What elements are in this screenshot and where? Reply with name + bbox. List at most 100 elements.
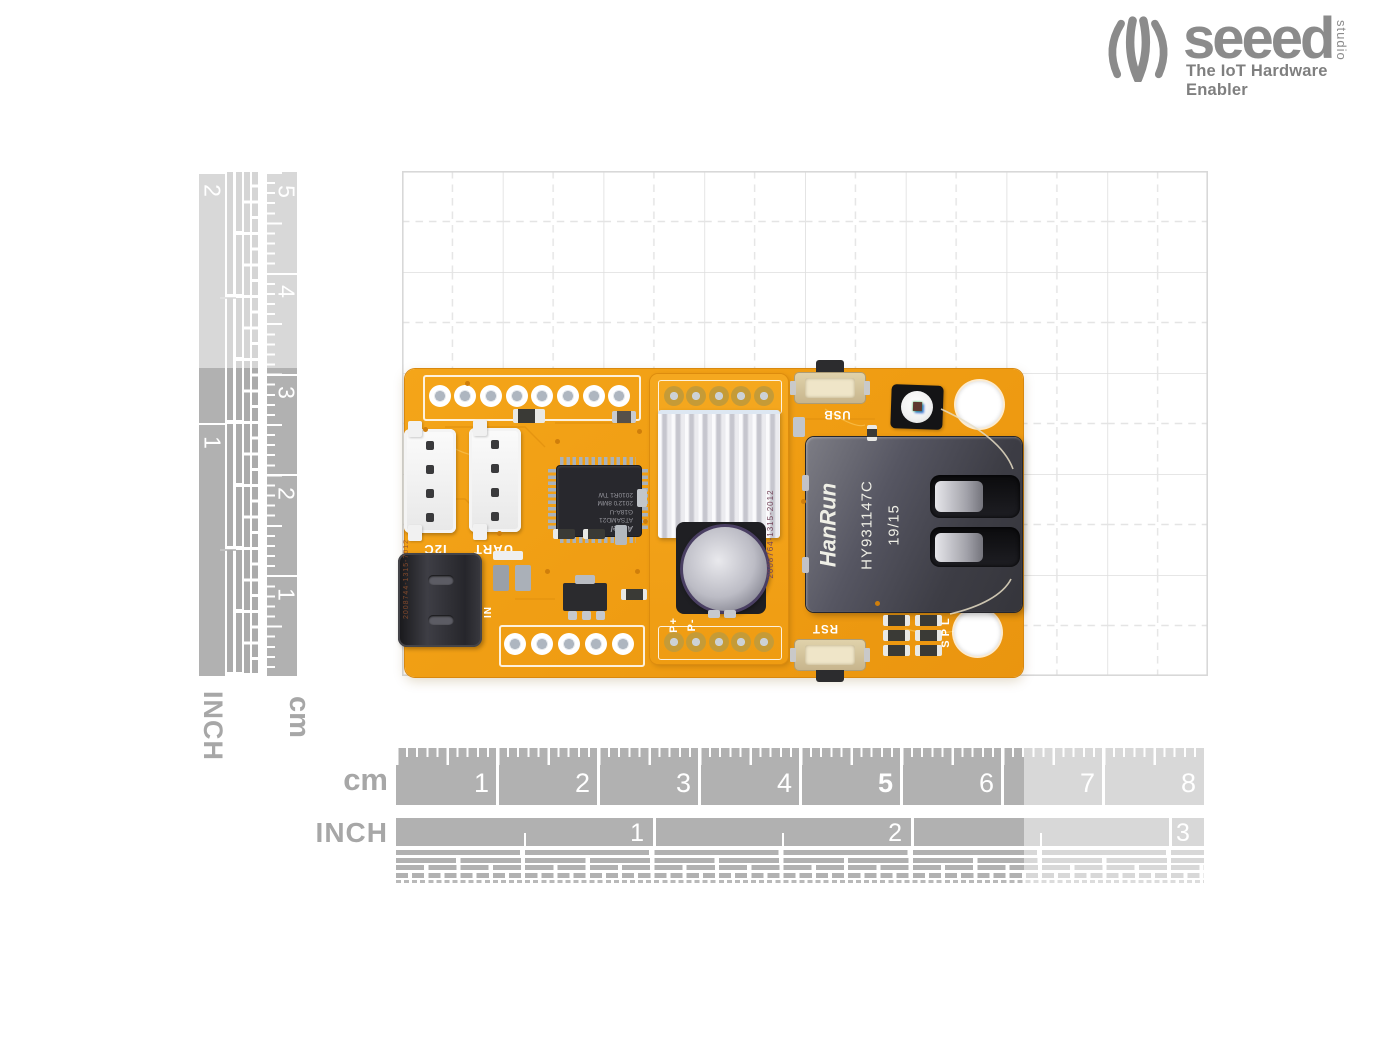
poe-module: P+ P- 2008764-1315-2012 — [650, 374, 788, 664]
cm-mark-2: 2 — [273, 487, 300, 500]
usb-c-port — [398, 553, 482, 647]
cm-number-2: 2 — [574, 768, 590, 798]
module-pad — [709, 386, 729, 406]
through-hole-pad — [454, 385, 476, 407]
pcb-board: I2C UART Atmel ATSAMD21 G18A-U 2012'0 8M… — [398, 360, 1023, 682]
inch-number-1: 1 — [630, 819, 644, 847]
logo: seeed studio The IoT Hardware Enabler — [1095, 6, 1375, 99]
vertical-ruler-light-zone — [196, 172, 302, 368]
resistor — [867, 425, 877, 441]
regulator-lead — [596, 611, 605, 620]
cm-number-3: 3 — [675, 768, 691, 798]
module-pad — [754, 386, 774, 406]
fraction-row-fine — [396, 879, 1204, 883]
cm-number-6: 6 — [978, 768, 994, 798]
bottom-header-silk — [499, 625, 645, 667]
inch-fraction-column-sixteenth — [252, 172, 258, 676]
resistor — [883, 630, 910, 641]
cm-number-1: 1 — [473, 768, 489, 798]
module-pad — [731, 632, 751, 652]
rj45-latch-slot — [930, 475, 1020, 518]
horizontal-ruler-light-zone — [1024, 748, 1204, 890]
through-hole-pad — [429, 385, 451, 407]
through-hole-pad — [608, 385, 630, 407]
voltage-regulator — [563, 583, 607, 611]
horizontal-rulers: 1 2 3 4 5 6 7 8 1 2 3 — [396, 748, 1204, 890]
module-pad — [754, 632, 774, 652]
cm-number-4: 4 — [776, 768, 792, 798]
regulator-tab — [575, 575, 595, 584]
regulator-lead — [582, 611, 591, 620]
resistor — [883, 645, 910, 656]
through-hole-pad — [506, 385, 528, 407]
horizontal-inch-unit-label: INCH — [315, 817, 388, 848]
through-hole-pad — [583, 385, 605, 407]
inch-fraction-column-eighth — [244, 172, 250, 676]
module-pad — [686, 632, 706, 652]
through-hole-pad — [558, 633, 580, 655]
cm-mark-3: 3 — [273, 386, 300, 399]
resistor — [621, 589, 647, 600]
capacitor — [493, 565, 509, 591]
resistor — [513, 409, 545, 423]
cm-number-5: 5 — [877, 768, 893, 798]
logo-tagline: The IoT Hardware Enabler — [1186, 62, 1328, 99]
cm-mark-1: 1 — [273, 588, 300, 601]
ethernet-jack: HanRun HY931147C 19/15 — [802, 437, 1022, 612]
module-pad — [664, 386, 684, 406]
resistor — [553, 529, 575, 539]
regulator-lead — [568, 611, 577, 620]
through-hole-pad — [480, 385, 502, 407]
fraction-row-eighth — [396, 865, 1204, 870]
resistor — [583, 529, 605, 539]
rj45-latch-slot — [930, 527, 1020, 567]
vertical-rulers: 2 1 5 4 3 2 1 — [196, 172, 302, 676]
through-hole-pad — [531, 633, 553, 655]
module-pad — [664, 632, 684, 652]
through-hole-pad — [504, 633, 526, 655]
mounting-hole — [954, 609, 1001, 656]
rst-button — [790, 640, 870, 670]
capacitor-lead — [724, 610, 736, 618]
usb-button-plunger — [816, 360, 844, 372]
fraction-row-quarter — [396, 857, 1204, 863]
capacitor — [515, 565, 531, 591]
fraction-row-half — [396, 850, 1204, 855]
through-hole-pad — [531, 385, 553, 407]
through-hole-pad — [585, 633, 607, 655]
capacitor-lead — [708, 610, 720, 618]
i2c-connector — [404, 421, 456, 541]
resistor — [915, 645, 942, 656]
inch-number-2: 2 — [888, 819, 902, 847]
capacitor — [637, 489, 647, 507]
module-bottom-silk — [658, 626, 782, 660]
inch-fraction-column-half — [227, 172, 233, 676]
enamel-wires — [940, 408, 1014, 615]
horizontal-cm-unit-label: cm — [343, 762, 388, 797]
module-pad — [686, 386, 706, 406]
through-hole-pad — [557, 385, 579, 407]
resistor — [915, 615, 942, 626]
inch-fraction-rows — [396, 846, 1204, 890]
uart-connector — [469, 420, 521, 540]
usb-button — [790, 373, 870, 403]
inch-fraction-column-quarter — [236, 172, 242, 676]
module-pad — [709, 632, 729, 652]
studio-text: studio — [1334, 20, 1349, 61]
half-inch-tick — [524, 833, 526, 846]
fraction-row-sixteenth — [396, 872, 1204, 878]
inch-mark-1: 1 — [199, 436, 226, 449]
resistor — [883, 615, 910, 626]
vertical-cm-unit-label: cm — [283, 696, 316, 738]
brand-text: seeed — [1183, 6, 1335, 71]
capacitor — [612, 411, 636, 423]
module-pad — [731, 386, 751, 406]
rst-button-plunger — [816, 670, 844, 682]
through-hole-pad — [612, 633, 634, 655]
vertical-inch-unit-label: INCH — [198, 691, 229, 761]
capacitor — [615, 525, 627, 545]
silkscreen-label — [493, 551, 523, 560]
half-inch-tick — [782, 833, 784, 846]
capacitor — [793, 417, 805, 437]
heatsink — [658, 410, 780, 538]
